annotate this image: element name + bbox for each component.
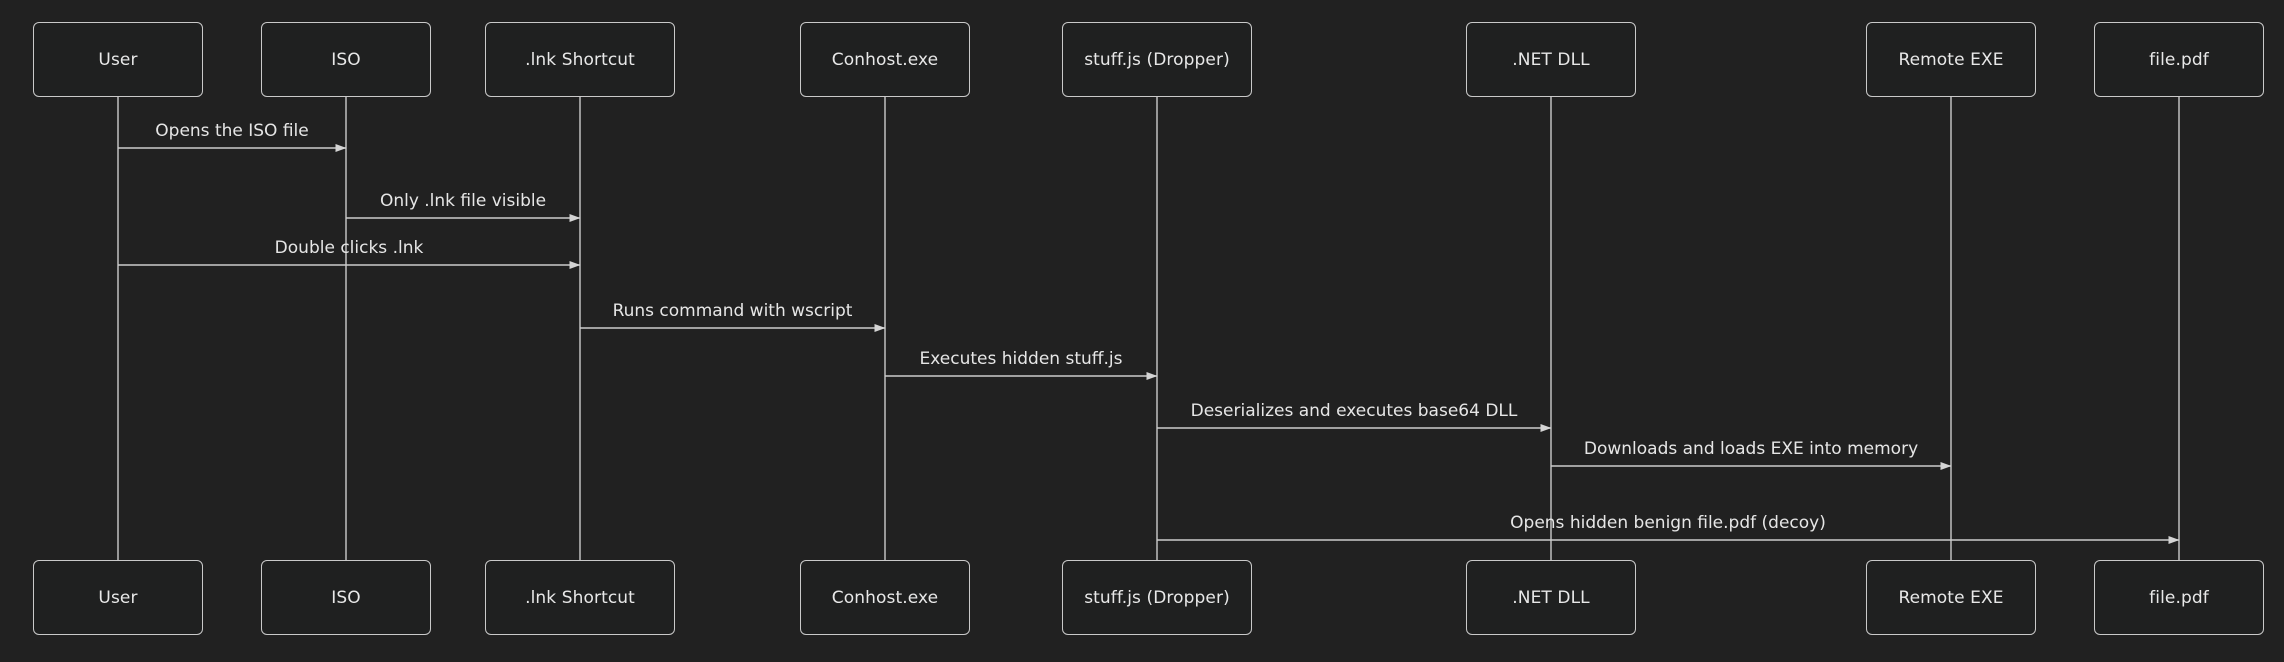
participant-box-bottom-remoteexe[interactable]: Remote EXE [1866, 560, 2036, 635]
participant-label: stuff.js (Dropper) [1084, 587, 1230, 608]
message-label-2: Only .lnk file visible [379, 191, 547, 211]
participant-label: ISO [331, 49, 361, 70]
message-arrows-group [118, 144, 2180, 544]
participant-box-top-netdll[interactable]: .NET DLL [1466, 22, 1636, 97]
participant-box-bottom-netdll[interactable]: .NET DLL [1466, 560, 1636, 635]
participant-label: .NET DLL [1512, 587, 1590, 608]
participant-box-top-remoteexe[interactable]: Remote EXE [1866, 22, 2036, 97]
message-label-8: Opens hidden benign file.pdf (decoy) [1510, 513, 1826, 533]
participant-box-bottom-filepdf[interactable]: file.pdf [2094, 560, 2264, 635]
message-label-7: Downloads and loads EXE into memory [1583, 439, 1919, 459]
message-label-3: Double clicks .lnk [274, 238, 424, 258]
message-label-5: Executes hidden stuff.js [919, 349, 1123, 369]
participant-box-top-conhost[interactable]: Conhost.exe [800, 22, 970, 97]
participant-label: .lnk Shortcut [525, 49, 635, 70]
participant-label: .lnk Shortcut [525, 587, 635, 608]
participant-box-top-lnk[interactable]: .lnk Shortcut [485, 22, 675, 97]
participant-box-bottom-conhost[interactable]: Conhost.exe [800, 560, 970, 635]
participant-box-bottom-stuffjs[interactable]: stuff.js (Dropper) [1062, 560, 1252, 635]
participant-label: file.pdf [2149, 587, 2209, 608]
participant-box-top-user[interactable]: User [33, 22, 203, 97]
participant-label: Conhost.exe [831, 49, 939, 70]
participant-label: Remote EXE [1898, 587, 2004, 608]
participant-box-top-filepdf[interactable]: file.pdf [2094, 22, 2264, 97]
participant-label: User [98, 587, 138, 608]
participant-label: .NET DLL [1512, 49, 1590, 70]
participant-label: User [98, 49, 138, 70]
participant-label: ISO [331, 587, 361, 608]
participant-box-top-iso[interactable]: ISO [261, 22, 431, 97]
participant-label: Remote EXE [1898, 49, 2004, 70]
message-label-6: Deserializes and executes base64 DLL [1190, 401, 1518, 421]
participant-box-bottom-user[interactable]: User [33, 560, 203, 635]
message-label-4: Runs command with wscript [612, 301, 853, 321]
participant-box-bottom-iso[interactable]: ISO [261, 560, 431, 635]
participant-label: file.pdf [2149, 49, 2209, 70]
participant-label: Conhost.exe [831, 587, 939, 608]
participant-label: stuff.js (Dropper) [1084, 49, 1230, 70]
lifelines-group [117, 97, 2180, 560]
participant-box-top-stuffjs[interactable]: stuff.js (Dropper) [1062, 22, 1252, 97]
message-label-1: Opens the ISO file [155, 121, 309, 141]
participant-box-bottom-lnk[interactable]: .lnk Shortcut [485, 560, 675, 635]
